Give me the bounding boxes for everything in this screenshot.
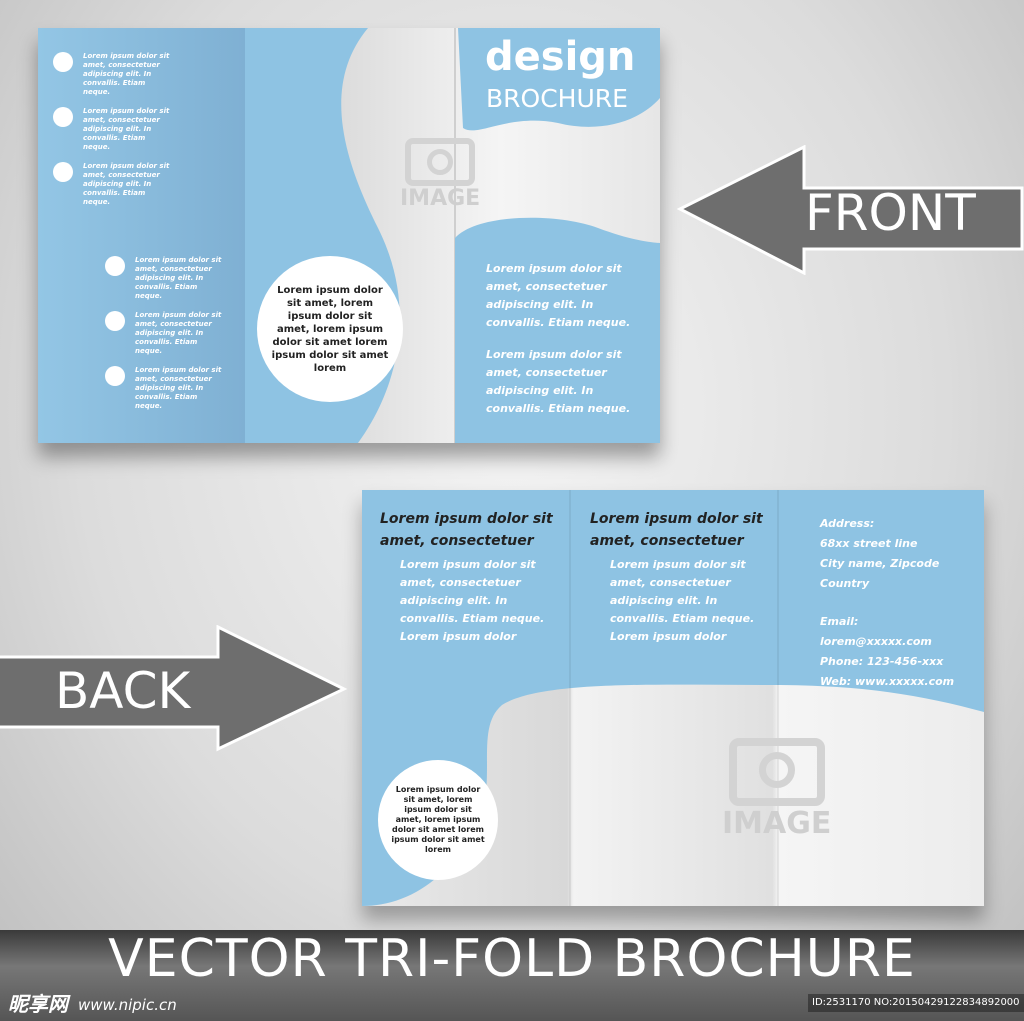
bullet-dot: [105, 311, 125, 331]
col1-body: Lorem ipsum dolor sit amet, consectetuer…: [400, 558, 545, 643]
bullet-list-1: Lorem ipsum dolor sit amet, consectetuer…: [53, 52, 173, 217]
front-arrow-label: FRONT: [805, 184, 976, 242]
front-brochure: design BROCHURE IMAGE Lorem ipsum dolor …: [38, 28, 660, 443]
contact-block: Address: 68xx street line City name, Zip…: [820, 514, 954, 692]
banner-title: VECTOR TRI-FOLD BROCHURE: [108, 929, 916, 989]
bullet-dot: [53, 52, 73, 72]
email-link[interactable]: lorem@xxxxx.com: [820, 635, 932, 648]
front-paragraph-2: Lorem ipsum dolor sit amet, consectetuer…: [486, 348, 631, 415]
col2-body: Lorem ipsum dolor sit amet, consectetuer…: [610, 558, 755, 643]
watermark-logo: 昵享网: [8, 992, 68, 1016]
front-title: design: [485, 34, 636, 80]
web-link[interactable]: Web: www.xxxxx.com: [820, 675, 955, 688]
col1-heading: Lorem ipsum dolor sit amet, consectetuer: [380, 511, 553, 549]
camera-icon: [728, 738, 825, 806]
title-banner: VECTOR TRI-FOLD BROCHURE 昵享网 www.nipic.c…: [0, 930, 1024, 1021]
back-arrow: [0, 625, 348, 752]
camera-icon: [405, 138, 476, 186]
col1: Lorem ipsum dolor sit amet, consectetuer…: [380, 508, 570, 646]
bullet-dot: [105, 366, 125, 386]
watermark-id: ID:2531170 NO:20150429122834892000: [808, 994, 1024, 1012]
front-panels: [38, 28, 660, 443]
back-arrow-label: BACK: [55, 662, 191, 720]
col2: Lorem ipsum dolor sit amet, consectetuer…: [590, 508, 780, 646]
front-circle: Lorem ipsum dolor sit amet, lorem ipsum …: [257, 256, 403, 402]
front-subtitle: BROCHURE: [486, 84, 628, 113]
image-placeholder: IMAGE: [400, 138, 480, 211]
col2-heading: Lorem ipsum dolor sit amet, consectetuer: [590, 511, 763, 549]
image-placeholder: IMAGE: [722, 738, 831, 841]
front-paragraph-1: Lorem ipsum dolor sit amet, consectetuer…: [486, 262, 631, 329]
bullet-dot: [53, 107, 73, 127]
bullet-dot: [53, 162, 73, 182]
bullet-dot: [105, 256, 125, 276]
back-brochure: IMAGE Lorem ipsum dolor sit amet, consec…: [362, 490, 984, 906]
front-arrow: [676, 145, 1024, 275]
bullet-list-2: Lorem ipsum dolor sit amet, consectetuer…: [105, 256, 225, 421]
watermark-url: www.nipic.cn: [78, 996, 177, 1014]
back-circle: Lorem ipsum dolor sit amet, lorem ipsum …: [378, 760, 498, 880]
